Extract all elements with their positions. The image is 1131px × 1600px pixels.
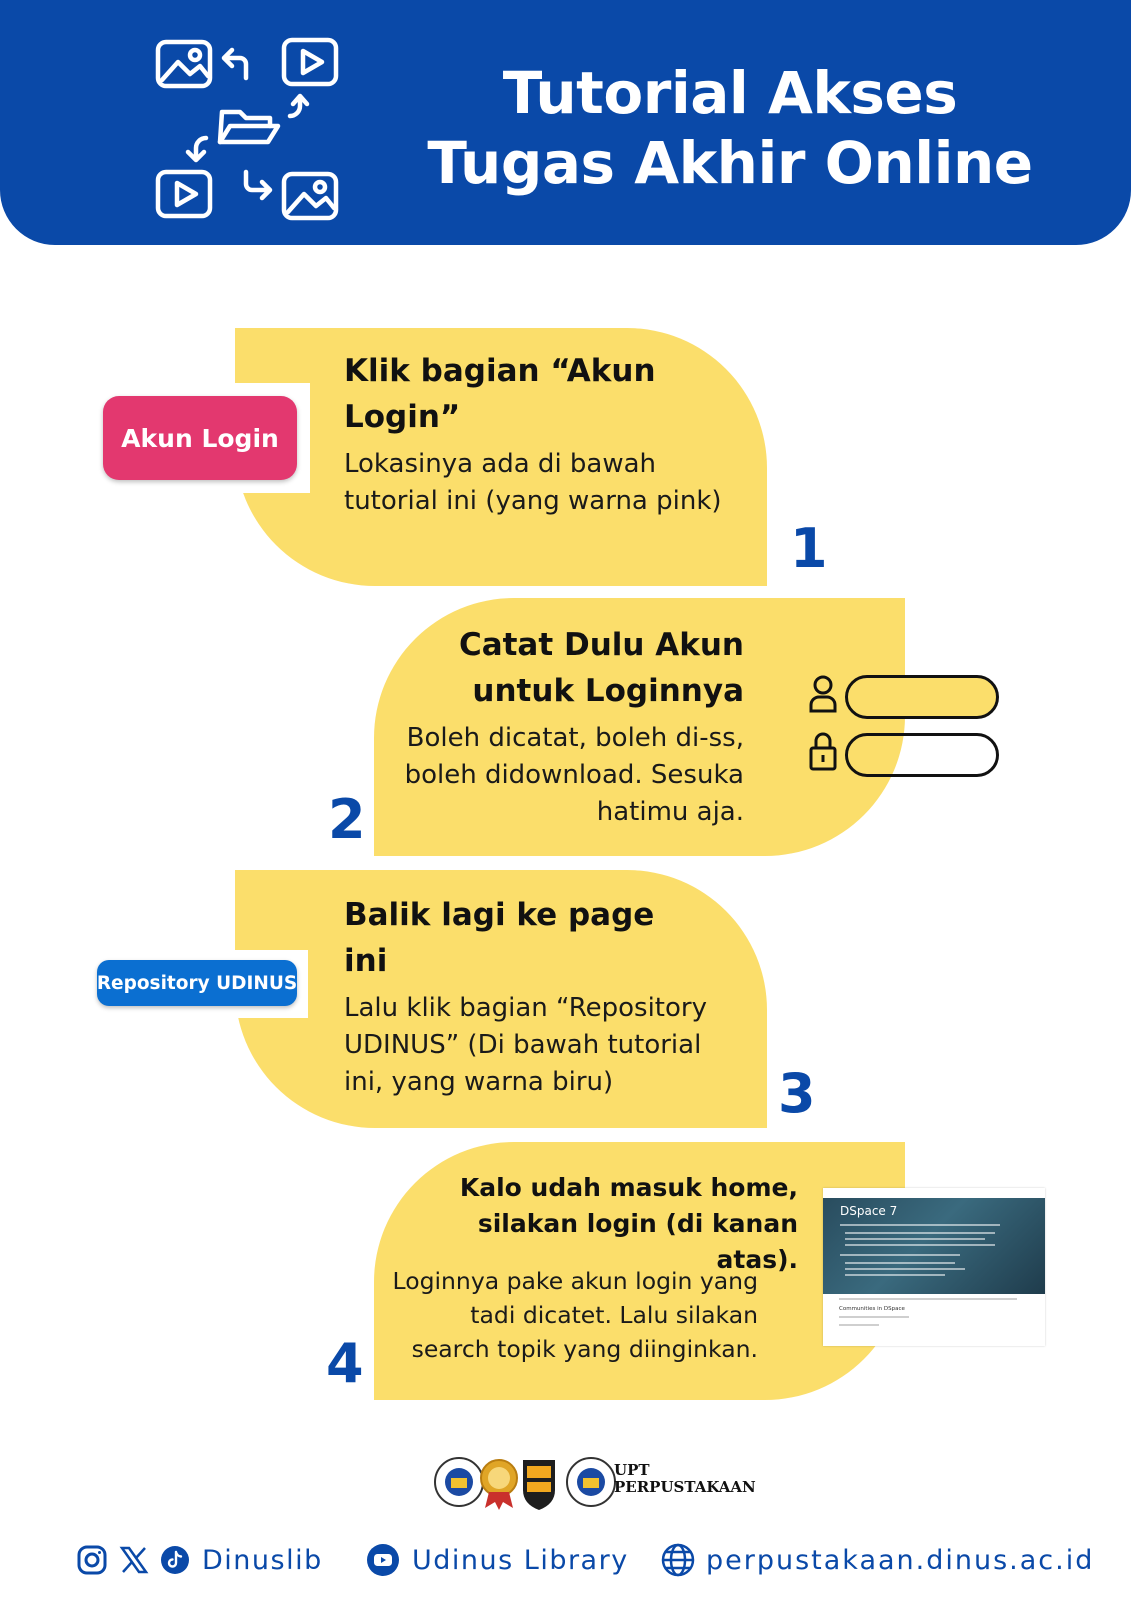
dspace-hero: DSpace 7	[823, 1198, 1045, 1294]
globe-icon[interactable]	[660, 1542, 696, 1578]
step-3-heading: Balik lagi ke page ini	[344, 897, 655, 979]
step-4-heading: Kalo udah masuk home, silakan login (di …	[459, 1173, 798, 1274]
user-icon	[809, 675, 837, 713]
step-1-body: Lokasinya ada di bawah tutorial ini (yan…	[344, 449, 722, 516]
step-3-card	[235, 870, 767, 1128]
accreditation-badge	[480, 1459, 518, 1510]
step-2-heading: Catat Dulu Akun untuk Loginnya	[458, 627, 744, 709]
page-title: Tutorial Akses Tugas Akhir Online	[380, 58, 1080, 198]
udinus-logo-2	[566, 1457, 616, 1507]
step-2-body: Boleh dicatat, boleh di-ss, boleh didown…	[404, 723, 744, 827]
akun-login-button[interactable]: Akun Login	[103, 396, 297, 480]
lock-icon	[809, 732, 837, 771]
instagram-icon[interactable]	[76, 1544, 108, 1576]
username-field[interactable]	[845, 675, 999, 719]
password-field[interactable]	[845, 733, 999, 777]
step-2-card	[374, 598, 905, 856]
upt-perpustakaan-label: UPT PERPUSTAKAAN	[614, 1462, 756, 1496]
dspace-communities-label: Communities in DSpace	[839, 1306, 905, 1312]
website-url[interactable]: perpustakaan.dinus.ac.id	[706, 1544, 1095, 1576]
youtube-icon[interactable]	[366, 1543, 400, 1577]
website-link: perpustakaan.dinus.ac.id	[660, 1540, 1094, 1580]
youtube-link: Udinus Library	[366, 1540, 629, 1580]
step-4-number: 4	[326, 1332, 364, 1395]
header-banner: Tutorial Akses Tugas Akhir Online	[0, 0, 1131, 245]
udinus-logo-1	[434, 1457, 484, 1507]
step-1-number: 1	[790, 517, 828, 580]
step-3-body: Lalu klik bagian “Repository UDINUS” (Di…	[344, 993, 707, 1097]
step-1-heading: Klik bagian “Akun Login”	[344, 353, 656, 435]
dspace-home-screenshot: DSpace 7 Communities in DSpace	[823, 1188, 1045, 1346]
x-twitter-icon[interactable]	[118, 1544, 150, 1576]
repository-udinus-button[interactable]: Repository UDINUS	[97, 960, 297, 1006]
youtube-channel-name[interactable]: Udinus Library	[412, 1544, 629, 1576]
tiktok-icon[interactable]	[160, 1545, 190, 1575]
media-files-icon	[155, 37, 339, 221]
step-2-number: 2	[328, 788, 366, 851]
step-3-number: 3	[778, 1062, 816, 1125]
dspace-title: DSpace 7	[840, 1204, 898, 1218]
accreditation-shield	[523, 1460, 555, 1510]
upt-line-1: UPT	[614, 1461, 650, 1479]
upt-line-2: PERPUSTAKAAN	[614, 1478, 756, 1496]
institution-logos	[434, 1457, 616, 1510]
social-handle[interactable]: Dinuslib	[202, 1544, 323, 1576]
social-links: Dinuslib	[76, 1540, 323, 1580]
step-4-body: Loginnya pake akun login yang tadi dicat…	[392, 1267, 758, 1363]
title-line-2: Tugas Akhir Online	[427, 129, 1033, 197]
title-line-1: Tutorial Akses	[502, 59, 958, 127]
step-1-card	[235, 328, 767, 586]
step-4-card	[374, 1142, 905, 1400]
